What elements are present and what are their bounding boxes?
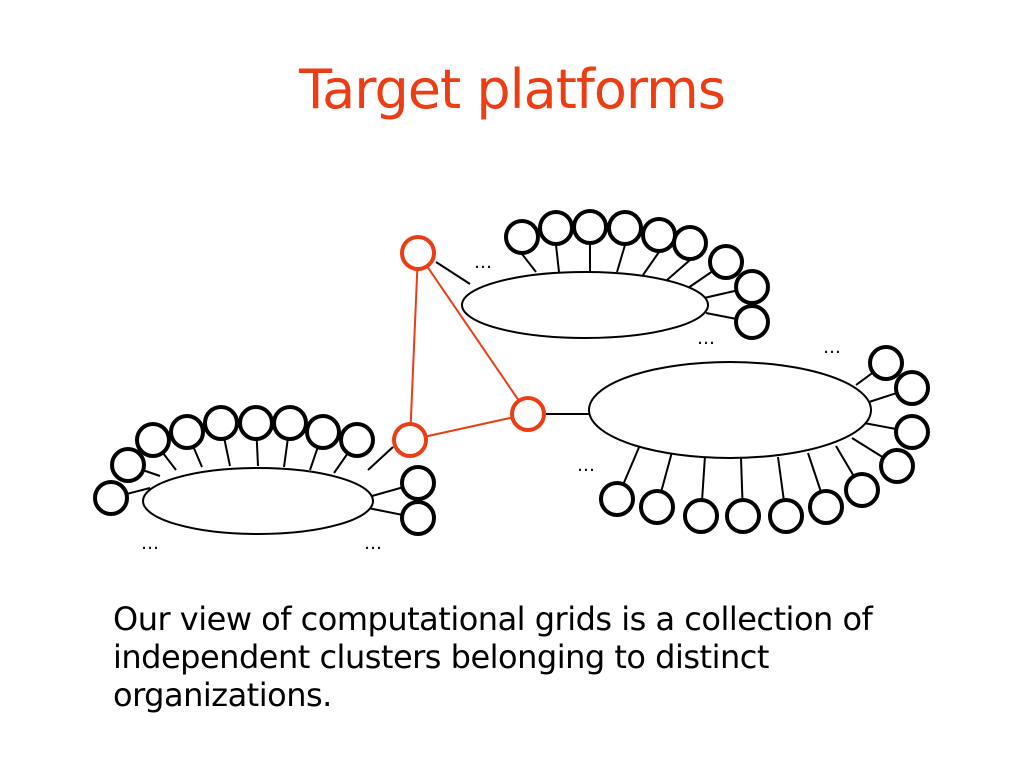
cluster-node xyxy=(725,498,761,534)
top-cluster xyxy=(461,209,770,340)
cluster-ellipse xyxy=(142,467,374,535)
cluster-node xyxy=(844,472,880,508)
cluster-ellipse xyxy=(588,361,872,459)
cluster-node xyxy=(683,498,719,534)
slide-body-text: Our view of computational grids is a col… xyxy=(113,600,873,714)
cluster-node xyxy=(272,405,308,441)
gateway-cluster-link xyxy=(367,446,394,471)
cluster-node xyxy=(734,269,770,305)
cluster-node xyxy=(894,414,930,450)
cluster-node xyxy=(400,500,436,536)
ellipsis-label: … xyxy=(823,337,841,358)
cluster-node xyxy=(93,480,129,516)
cluster-node xyxy=(110,447,146,483)
gateway-link xyxy=(417,252,529,415)
cluster-node xyxy=(868,345,904,381)
right-cluster xyxy=(588,345,930,534)
cluster-node xyxy=(504,219,540,255)
cluster-node xyxy=(708,244,744,280)
cluster-node xyxy=(768,498,804,534)
cluster-node xyxy=(169,414,205,450)
ellipsis-label: … xyxy=(364,533,382,554)
ellipsis-label: … xyxy=(577,455,595,476)
gateway-cluster-link xyxy=(435,261,471,285)
cluster-node xyxy=(238,405,274,441)
cluster-node xyxy=(672,225,708,261)
ellipsis-label: … xyxy=(697,328,715,349)
cluster-node xyxy=(639,489,675,525)
ellipsis-label: … xyxy=(474,252,492,273)
ellipsis-label: … xyxy=(141,533,159,554)
cluster-node xyxy=(203,405,239,441)
cluster-node xyxy=(894,370,930,406)
cluster-node xyxy=(339,422,375,458)
cluster-node xyxy=(607,210,643,246)
cluster-node xyxy=(305,414,341,450)
cluster-node xyxy=(135,422,171,458)
slide-title: Target platforms xyxy=(299,58,726,121)
cluster-ellipse xyxy=(461,271,709,339)
gateway-node xyxy=(400,235,436,271)
cluster-node xyxy=(599,481,635,517)
gateway-links xyxy=(409,252,529,441)
cluster-node xyxy=(400,465,436,501)
cluster-node xyxy=(538,210,574,246)
gateway-cluster-links xyxy=(367,261,590,471)
cluster-node xyxy=(734,304,770,340)
cluster-node xyxy=(879,448,915,484)
cluster-node xyxy=(808,489,844,525)
cluster-node xyxy=(641,217,677,253)
gateway-node xyxy=(392,422,428,458)
gateway-link xyxy=(409,252,419,441)
left-cluster xyxy=(93,405,436,536)
gateway-node xyxy=(510,396,546,432)
cluster-node xyxy=(572,209,608,245)
gateway-link xyxy=(409,413,529,441)
